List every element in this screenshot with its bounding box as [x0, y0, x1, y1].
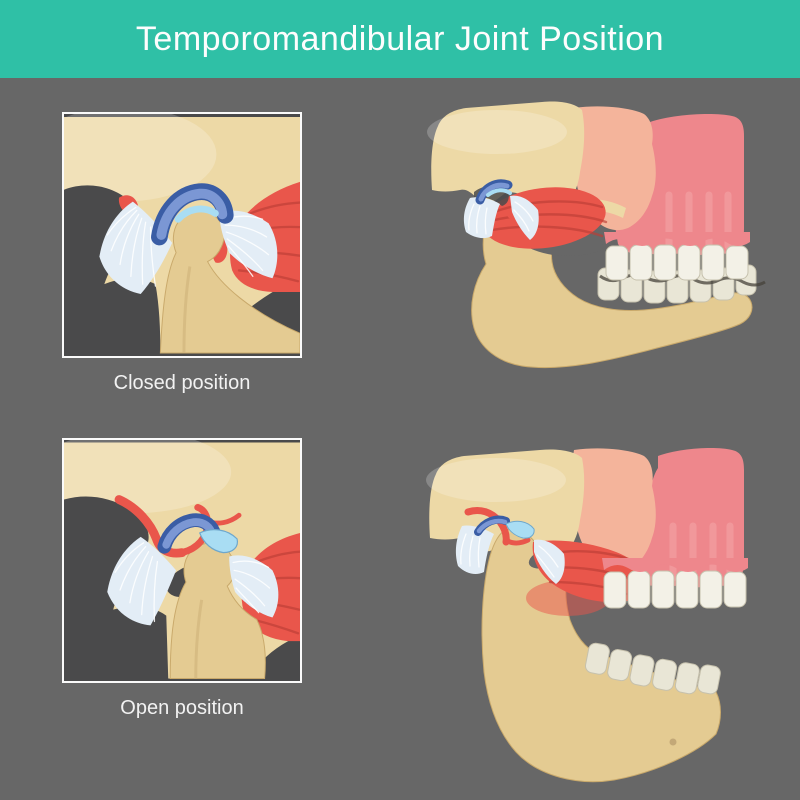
articular-disc	[474, 515, 535, 539]
bone-highlight	[64, 114, 217, 202]
condyle	[169, 542, 266, 679]
tmj-closeup-closed	[64, 114, 300, 354]
articular-disc	[157, 513, 239, 554]
skull-jaw-closed	[427, 101, 766, 369]
maxilla-gums	[645, 448, 744, 588]
open-position-panel	[62, 438, 302, 683]
tmj-joint	[463, 179, 539, 240]
upper-teeth	[605, 244, 749, 281]
condyle-shading	[194, 599, 204, 679]
capsular-ligament	[510, 195, 539, 240]
bone-highlight	[64, 440, 232, 514]
articular-disc	[151, 183, 234, 246]
closed-position-label: Closed position	[113, 372, 251, 394]
capsular-ligament	[455, 525, 494, 574]
zygomatic-bone	[571, 448, 656, 573]
tmj-joint	[455, 506, 565, 584]
skull-jaw-open	[426, 448, 748, 783]
lower-teeth	[584, 642, 721, 695]
condyle-shading	[182, 266, 192, 354]
capsular-ligament	[107, 536, 279, 626]
gum-margin	[602, 558, 748, 572]
capsular-ligament	[534, 539, 565, 584]
disc-anterior-band	[198, 529, 239, 554]
gum-margin	[604, 232, 750, 246]
chin-dimple	[669, 738, 677, 746]
tmj-closeup-open	[64, 440, 300, 679]
closed-position-panel	[62, 112, 302, 358]
articular-disc	[475, 179, 513, 205]
title-banner: Temporomandibular Joint Position	[0, 0, 800, 78]
open-position-label: Open position	[120, 697, 244, 719]
page-title: Temporomandibular Joint Position	[135, 19, 665, 58]
disc-anterior-band	[505, 520, 535, 539]
temporal-bone	[427, 101, 626, 218]
